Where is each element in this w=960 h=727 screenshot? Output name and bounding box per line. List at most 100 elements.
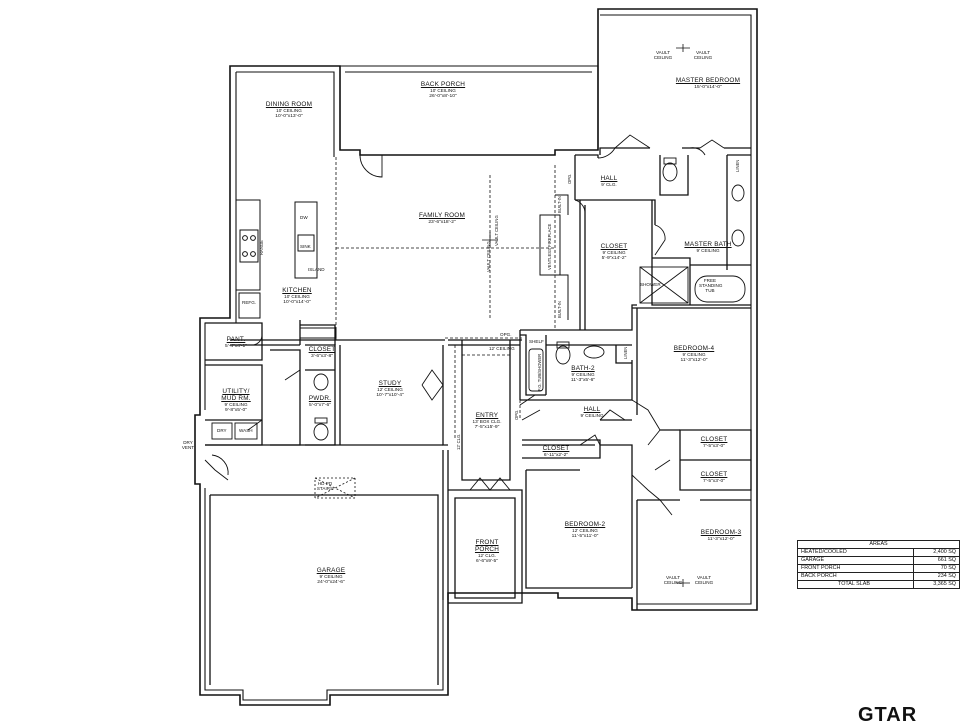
closet-small-label: CLOSET 3'-6"x3'-8" <box>309 346 336 359</box>
room-ceiling: 10' CEILING <box>284 293 310 299</box>
room-dimensions: 11'-3"x12'-0" <box>707 536 735 542</box>
room-dimensions: 9'-8"x5'-0" <box>225 407 247 413</box>
room-ceiling: 9' CEILING <box>696 247 720 253</box>
utility-label: UTILITY/ MUD RM. 9' CEILING 9'-8"x5'-0" <box>216 388 256 413</box>
room-ceiling: 9' CEILING <box>319 573 343 579</box>
dryer-icon: DRY <box>217 428 227 433</box>
tub-shower-icon: F.G. TUB/SHOWER <box>537 353 542 391</box>
fireplace-built-ins <box>539 194 569 320</box>
room-dimensions: 11'-3"x12'-0" <box>680 357 708 363</box>
dashed-openings <box>335 157 556 440</box>
ceiling-note: 12' CLG. <box>456 433 461 450</box>
room-name: PANT. <box>226 336 246 343</box>
areas-table-header: AREAS <box>797 540 960 549</box>
room-dimensions: 11'-3"x5'-6" <box>570 377 596 383</box>
room-name: BATH-2 <box>571 365 595 372</box>
room-name: BEDROOM-3 <box>700 529 742 536</box>
room-dimensions: 7'-5"x3'-0" <box>703 443 725 449</box>
area-value: 661 SQ <box>913 556 960 565</box>
attic-stairs <box>314 477 356 499</box>
room-dimensions: 7'-5"x3'-0" <box>703 478 725 484</box>
dishwasher-icon: DW <box>300 215 308 220</box>
table-row: FRONT PORCH 70 SQ <box>796 564 960 573</box>
room-ceiling: 10' CEILING <box>430 87 456 93</box>
linen-closet-note: LINEN <box>623 346 628 359</box>
room-ceiling: 9' CLG. <box>601 181 617 187</box>
bath-fixtures <box>211 157 746 441</box>
family-room-label: FAMILY ROOM 23'-6"x18'-2" <box>419 212 465 225</box>
closet-b4-label: CLOSET 7'-5"x3'-0" <box>700 436 728 449</box>
bedroom-3-label: BEDROOM-3 11'-3"x12'-0" <box>700 529 742 542</box>
master-bath-label: MASTER BATH 9' CEILING <box>684 241 731 254</box>
room-name: MASTER BEDROOM <box>675 77 741 84</box>
vault-ceiling-note: VAULT CEILING <box>663 575 683 585</box>
room-ceiling: 9' CEILING <box>224 401 248 407</box>
room-name: BACK PORCH <box>420 81 466 88</box>
area-label: TOTAL SLAB <box>796 580 915 589</box>
hall-top-label: HALL 9' CLG. <box>600 175 618 188</box>
refrigerator-icon: REFG. <box>242 300 257 305</box>
vault-ceiling-note: VAULT CEILING <box>653 50 673 60</box>
room-name: HALL <box>583 406 601 413</box>
area-value: 70 SQ <box>913 564 960 573</box>
dryer-vent-note: DRY VENT <box>181 440 195 450</box>
vault-ceiling-note: VAULT CEILING <box>486 241 491 272</box>
room-name: CLOSET <box>700 436 728 443</box>
room-dimensions: 5'-4"x4'-1" <box>225 343 247 349</box>
room-name: FAMILY ROOM <box>419 212 465 219</box>
pantry-label: PANT. 5'-4"x4'-1" <box>225 336 247 349</box>
room-ceiling: 9' CEILING <box>580 412 604 418</box>
area-label: FRONT PORCH <box>796 564 915 573</box>
closet-b3-label: CLOSET 7'-5"x3'-0" <box>700 471 728 484</box>
built-in-note: BUILT-IN <box>557 301 562 318</box>
vault-ceiling-note: VAULT CEILING <box>494 215 499 246</box>
room-dimensions: 6'-11"x2'-2" <box>543 452 569 458</box>
room-dimensions: 15'-0"x14'-0" <box>694 84 722 90</box>
table-row: BACK PORCH 234 SQ <box>796 572 960 581</box>
study-label: STUDY 12' CEILING 10'-7"x10'-4" <box>376 380 404 398</box>
room-dimensions: 10'-7"x10'-4" <box>376 392 404 398</box>
room-ceiling: 9' CEILING <box>682 351 706 357</box>
area-value: 234 SQ <box>913 572 960 581</box>
area-label: GARAGE <box>796 556 915 565</box>
kitchen-label: KITCHEN 10' CEILING 10'-0"x14'-0" <box>282 287 312 305</box>
room-dimensions: 5'-9"x14'-2" <box>601 255 627 261</box>
room-name: GARAGE <box>316 567 346 574</box>
brand-logo: GTAR <box>858 704 918 726</box>
freestanding-tub-icon: FREE STANDING TUB <box>699 278 723 293</box>
area-label: BACK PORCH <box>796 572 915 581</box>
room-dimensions: 7'-5"x15'-9" <box>474 424 500 430</box>
dining-room-label: DINING ROOM 10' CEILING 10'-0"x13'-0" <box>266 101 312 119</box>
range-icon: RANGE <box>259 240 264 255</box>
room-ceiling: 10' CEILING <box>276 107 302 113</box>
room-dimensions: 11'-5"x11'-0" <box>571 533 599 539</box>
room-name: ENTRY <box>475 412 499 419</box>
room-dimensions: 6'-6"x9'-5" <box>476 558 498 564</box>
area-label: HEATED/COOLED <box>796 548 915 557</box>
entry-label: ENTRY 13' BOX CLG. 7'-5"x15'-9" <box>473 412 502 430</box>
room-name: BEDROOM-2 <box>564 521 606 528</box>
island-label: ISLAND <box>308 267 325 272</box>
room-name: FRONT PORCH <box>474 539 500 553</box>
room-name: KITCHEN <box>282 287 312 294</box>
master-bedroom-label: MASTER BEDROOM 15'-0"x14'-0" <box>675 77 741 90</box>
areas-table: AREAS HEATED/COOLED 2,400 SQ GARAGE 661 … <box>796 540 960 589</box>
room-name: CLOSET <box>700 471 728 478</box>
room-dimensions: 26'-0"x8'-10" <box>429 93 457 99</box>
area-value: 3,365 SQ <box>913 580 960 589</box>
room-name: UTILITY/ MUD RM. <box>221 388 251 402</box>
fireplace-icon: VENTLESS FIREPLACE <box>547 223 552 270</box>
room-dimensions: 5'-0"x7'-6" <box>309 402 331 408</box>
exterior-walls <box>194 8 758 706</box>
sink-icon: SINK <box>300 244 311 249</box>
room-name: HALL <box>600 175 618 182</box>
room-dimensions: 3'-6"x3'-8" <box>311 353 333 359</box>
powder-label: PWDR. 5'-0"x7'-6" <box>308 395 332 408</box>
room-dimensions: 10'-0"x14'-0" <box>283 299 311 305</box>
room-ceiling: 12' CEILING <box>377 386 403 392</box>
washer-icon: WASH <box>239 428 253 433</box>
back-porch-label: BACK PORCH 10' CEILING 26'-0"x8'-10" <box>420 81 466 99</box>
opening-note: OPG. <box>500 332 512 337</box>
room-name: PWDR. <box>308 395 332 402</box>
